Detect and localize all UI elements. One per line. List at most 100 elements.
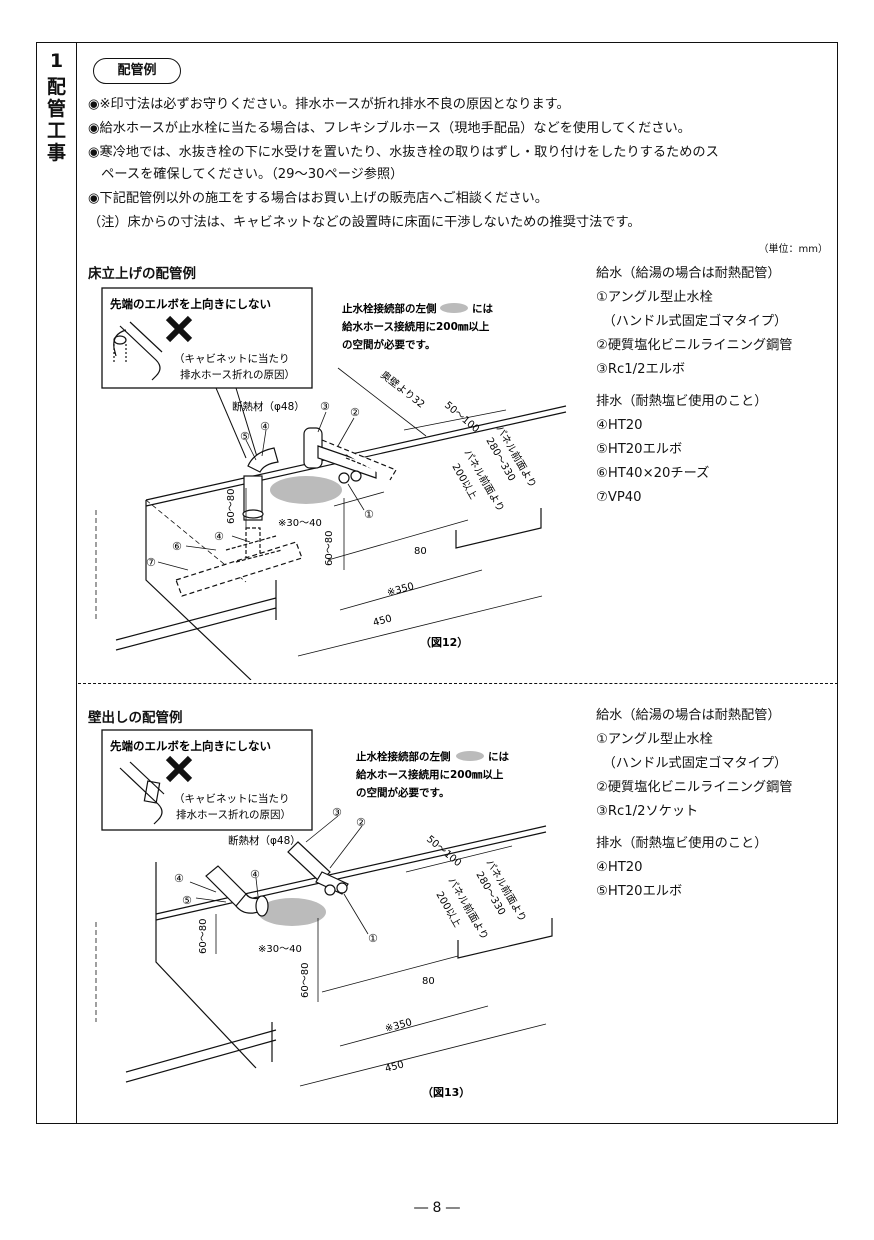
fig12-diagram: 先端のエルボを上向きにしない （キャビネットに当たり 排水ホース折れの原因） 止… — [95, 287, 567, 680]
dim-label: 450 — [384, 1059, 405, 1075]
dim-label: 60～80 — [324, 531, 335, 566]
dim-label: ※350 — [384, 1017, 413, 1035]
space-marker — [440, 303, 468, 313]
hidden-lines — [95, 499, 247, 620]
part-label: ⑤ — [240, 430, 250, 443]
warning-note: （キャビネットに当たり — [174, 352, 290, 365]
section-title-char: 工 — [46, 120, 66, 142]
page-number: ― 8 ― — [414, 1200, 460, 1216]
legend-line: ④HT20 — [596, 860, 643, 875]
space-note: の空間が必要です。 — [342, 338, 435, 351]
legend-line: 給水（給湯の場合は耐熱配管） — [596, 708, 781, 723]
dim-label: ※30～40 — [258, 944, 302, 955]
note-line: ペースを確保してください。（29～30ページ参照） — [88, 167, 404, 182]
warning-note: （キャビネットに当たり — [174, 792, 290, 805]
part-label: ⑥ — [172, 540, 182, 553]
warning-note: 排水ホース折れの原因） — [180, 368, 295, 381]
insulation-label: 断熱材（φ48） — [228, 834, 301, 847]
section-title: 配 管 工 事 — [36, 76, 77, 164]
legend-line: ①アングル型止水栓 — [596, 732, 713, 747]
warning-note: 排水ホース折れの原因） — [176, 808, 291, 821]
dimension-lines — [245, 367, 543, 657]
elbow-up-icon — [119, 761, 165, 825]
dim-label: 60～80 — [198, 919, 209, 954]
part-label: ④ — [214, 530, 224, 543]
space-note: 止水栓接続部の左側 — [342, 302, 437, 315]
dim-label: 80 — [422, 976, 435, 987]
dim-label: ※30～40 — [278, 518, 322, 529]
dim-label: 80 — [414, 546, 427, 557]
note-line: ◉下記配管例以外の施工をする場合はお買い上げの販売店へご相談ください。 — [88, 191, 548, 206]
section-number: 1 — [49, 50, 64, 72]
warning-title: 先端のエルボを上向きにしない — [110, 739, 271, 753]
space-note: の空間が必要です。 — [356, 786, 449, 799]
legend-line: （ハンドル式固定ゴマタイプ） — [596, 756, 788, 771]
space-area — [270, 476, 342, 504]
part-label: ③ — [320, 400, 330, 413]
fig13-legend: 給水（給湯の場合は耐熱配管） ①アングル型止水栓 （ハンドル式固定ゴマタイプ） … — [596, 704, 792, 904]
figure-caption: （図13） — [422, 1085, 470, 1099]
legend-line: ②硬質塩化ビニルライニング鋼管 — [596, 780, 793, 795]
part-label: ② — [356, 816, 366, 829]
drain-pipes — [175, 447, 303, 597]
legend-line: 排水（耐熱塩ビ使用のこと） — [596, 394, 768, 409]
warning-box — [101, 287, 313, 389]
section-sidebar: 1 配 管 工 事 — [36, 42, 77, 1124]
dim-label: 450 — [372, 613, 393, 629]
warning-title: 先端のエルボを上向きにしない — [110, 297, 271, 311]
part-label: ④ — [260, 420, 270, 433]
fig12-legend: 給水（給湯の場合は耐熱配管） ①アングル型止水栓 （ハンドル式固定ゴマタイプ） … — [596, 262, 792, 510]
supply-pipes — [303, 427, 397, 484]
legend-line: ①アングル型止水栓 — [596, 290, 713, 305]
legend-line: ④HT20 — [596, 418, 643, 433]
part-label: ① — [368, 932, 378, 945]
space-note: 給水ホース接続用に200㎜以上 — [356, 768, 504, 781]
space-note: 給水ホース接続用に200㎜以上 — [342, 320, 490, 333]
section-title-char: 事 — [46, 142, 66, 164]
legend-line: ③Rc1/2エルボ — [596, 362, 686, 377]
note-line: （注）床からの寸法は、キャビネットなどの設置時に床面に干渉しないための推奨寸法で… — [88, 215, 641, 230]
space-note: には — [488, 751, 509, 763]
part-label: ⑤ — [182, 894, 192, 907]
insulation-label: 断熱材（φ48） — [232, 400, 305, 413]
elbow-up-icon — [113, 321, 163, 381]
legend-line: ⑦VP40 — [596, 490, 642, 505]
note-line: ◉給水ホースが止水栓に当たる場合は、フレキシブルホース（現地手配品）などを使用し… — [88, 121, 691, 136]
unit-label: （単位：mm） — [758, 244, 828, 255]
space-marker — [456, 751, 484, 761]
prohibited-x-icon — [165, 315, 193, 343]
warning-box — [101, 729, 313, 831]
heading-pill: 配管例 — [93, 58, 181, 84]
note-line: ◉※印寸法は必ずお守りください。排水ホースが折れ排水不良の原因となります。 — [88, 97, 570, 112]
dim-label: 60～80 — [300, 963, 311, 998]
figure-caption: （図12） — [420, 635, 468, 649]
section-divider — [78, 683, 838, 684]
section-frame — [36, 42, 838, 1124]
space-area — [258, 898, 326, 926]
note-line: ◉寒冷地では、水抜き栓の下に水受けを置いたり、水抜き栓の取りはずし・取り付けをし… — [88, 145, 719, 160]
part-label: ③ — [332, 806, 342, 819]
supply-pipes — [287, 841, 349, 896]
space-note: には — [472, 303, 493, 315]
legend-line: ②硬質塩化ビニルライニング鋼管 — [596, 338, 793, 353]
dimension-lines — [215, 845, 547, 1087]
part-label: ④ — [174, 872, 184, 885]
legend-line: ③Rc1/2ソケット — [596, 804, 699, 819]
part-label: ② — [350, 406, 360, 419]
dim-label: 60～80 — [226, 489, 237, 524]
legend-line: ⑥HT40×20チーズ — [596, 466, 710, 481]
section-title-char: 配 — [46, 76, 66, 98]
section-title-char: 管 — [46, 98, 66, 120]
space-note: 止水栓接続部の左側 — [356, 750, 451, 763]
fig12-title: 床立上げの配管例 — [88, 266, 196, 282]
fig13-title: 壁出しの配管例 — [88, 710, 183, 726]
legend-line: 給水（給湯の場合は耐熱配管） — [596, 266, 781, 281]
part-label: ① — [364, 508, 374, 521]
legend-line: ⑤HT20エルボ — [596, 442, 683, 457]
dim-label: ※350 — [386, 581, 415, 599]
prohibited-x-icon — [165, 755, 193, 783]
fig13-diagram: 先端のエルボを上向きにしない （キャビネットに当たり 排水ホース折れの原因） 止… — [95, 729, 553, 1099]
legend-line: ⑤HT20エルボ — [596, 884, 683, 899]
legend-line: （ハンドル式固定ゴマタイプ） — [596, 314, 788, 329]
legend-line: 排水（耐熱塩ビ使用のこと） — [596, 836, 768, 851]
